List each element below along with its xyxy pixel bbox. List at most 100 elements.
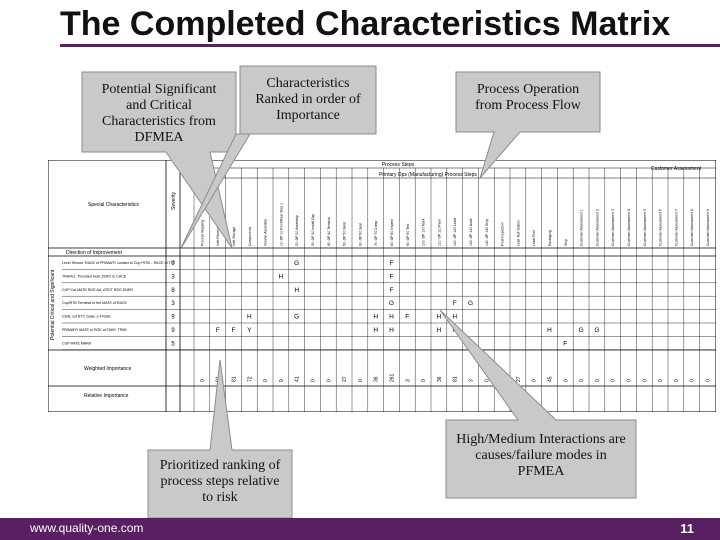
weighted-importance-value: 9 [279,379,285,382]
callout-process-flow-line: from Process Flow [475,98,581,113]
column-header: 10. OP 10 Front/Rear Step 1 [279,203,283,246]
callout-ranked-line: Ranked in order of [255,92,361,107]
weighted-importance-value: 36 [437,376,443,382]
column-header: 110. OP 110 Pack [437,219,441,246]
severity-header: Severity [171,191,177,210]
interaction-mark: F [390,260,394,267]
weighted-importance-value: 261 [390,373,396,382]
customer-assessment-header: Customer Assessment [651,166,702,172]
weighted-importance-value: 0 [311,379,317,382]
row-label: TRAVEL: Provided Hole ZERO to CACE [62,274,127,278]
callout-interactions-line: causes/failure modes in [475,448,607,463]
column-header: Packaging [548,230,552,246]
column-header: 50. OP 50 Weld [343,222,347,246]
callout-dfmea-line: DFMEA [134,130,184,145]
interaction-mark: H [452,327,457,334]
weighted-importance-value: 27 [342,376,348,382]
severity-value: 9 [171,315,175,321]
severity-value: 9 [171,328,175,334]
weighted-importance-value: 0 [326,379,332,382]
callout-ranked: Characteristics Ranked in order of Impor… [240,76,376,124]
column-header: 100. OP 100 Mark [422,218,426,246]
interaction-mark: H [279,273,284,280]
weighted-importance-value: 0 [358,379,364,382]
interaction-mark: Y [247,327,252,334]
interaction-mark: F [232,327,236,334]
interaction-mark: H [294,287,299,294]
weighted-importance-value: 0 [706,379,712,382]
weighted-importance-value: 36 [374,376,380,382]
row-label: PRIMARY MATE of ROE at TAKE: TRIM [62,328,127,332]
weighted-importance-value: 0 [421,379,427,382]
callout-interactions-line: PFMEA [517,464,565,479]
interaction-mark: G [294,314,299,321]
column-header: Final Inspection [501,222,505,246]
interaction-mark: H [437,314,442,321]
callout-ranking-line: to risk [202,490,238,505]
weighted-importance-value: 0 [627,379,633,382]
interaction-mark: H [373,314,378,321]
severity-value: 9 [171,261,175,267]
interaction-mark: F [405,314,409,321]
severity-value: 3 [171,274,175,280]
row-label: Level Sensor: RACE of PRIMARY contact to… [62,261,176,265]
column-header: Inlet Storage [232,227,236,246]
callout-ranked-line: Importance [276,108,340,123]
weighted-importance-value: 0 [690,379,696,382]
callout-dfmea-line: Potential Significant [101,82,217,97]
severity-value: 3 [171,301,175,307]
weighted-importance-value: 3 [469,379,475,382]
callout-dfmea-line: and Critical [126,98,192,113]
interaction-mark: H [247,314,252,321]
column-header: Customer Assessment 4 [627,209,631,246]
weighted-importance-value: 0 [563,379,569,382]
weighted-importance-value: 0 [674,379,680,382]
relative-importance-label: Relative Importance [84,393,129,399]
interaction-mark: F [563,340,567,347]
column-header: Customer Assessment 7 [674,209,678,246]
column-header: Components [248,226,252,246]
footer-bar: www.quality-one.com 11 [0,518,720,540]
weighted-importance-value: 45 [548,376,554,382]
weighted-importance-value: 0 [658,379,664,382]
interaction-mark: G [389,300,394,307]
column-header: Customer Assessment 8 [690,209,694,246]
column-header: 40. OP 40 Terminal [327,217,331,246]
column-header: 120. OP 120 Label [453,218,457,246]
row-label: CUP Cut MATE ROE AA: ATE/T RDG ENER [62,288,133,292]
interaction-mark: H [389,314,394,321]
interaction-mark: H [437,327,442,334]
weighted-importance-value: 81 [232,376,238,382]
process-steps-header: Process Steps [382,162,415,168]
column-header: Customer Assessment 9 [706,209,710,246]
weighted-importance-value: 0 [579,379,585,382]
weighted-importance-value: 27 [516,376,522,382]
callout-dfmea: Potential Significant and Critical Chara… [84,82,234,146]
column-header: Label Print [532,230,536,246]
weighted-importance-value: 0 [484,379,490,382]
column-header: 30. OP 30 Install Cap [311,214,315,246]
column-header: 70. OP 70 Crimp [374,221,378,246]
footer-url[interactable]: www.quality-one.com [30,521,144,535]
special-characteristics-label: Special Characteristics [88,202,139,208]
column-header: 140. OP 140 Ship [485,219,489,246]
interaction-mark: F [390,287,394,294]
interaction-mark: G [294,260,299,267]
weighted-importance-value: 0 [500,379,506,382]
severity-value: 5 [171,341,175,347]
callout-process-flow-line: Process Operation [476,82,580,97]
matrix-grid: Process Steps Primary Ops (Manufacturing… [48,160,716,412]
column-header: Inlet Receiving [216,224,220,246]
weighted-importance-value: 3 [405,379,411,382]
column-header: 60. OP 60 Seal [358,223,362,246]
column-header: 90. OP 90 Test [406,224,410,246]
column-header: Customer Assessment 3 [611,209,615,246]
weighted-importance-value: 41 [295,376,301,382]
column-header: 130. OP 130 Audit [469,218,473,246]
page-number: 11 [680,521,694,536]
interaction-mark: F [390,273,394,280]
interaction-mark: H [389,327,394,334]
interaction-mark: H [373,327,378,334]
column-header: 20. OP 20 Assembly [295,215,299,246]
callout-dfmea-line: Characteristics from [102,114,216,129]
